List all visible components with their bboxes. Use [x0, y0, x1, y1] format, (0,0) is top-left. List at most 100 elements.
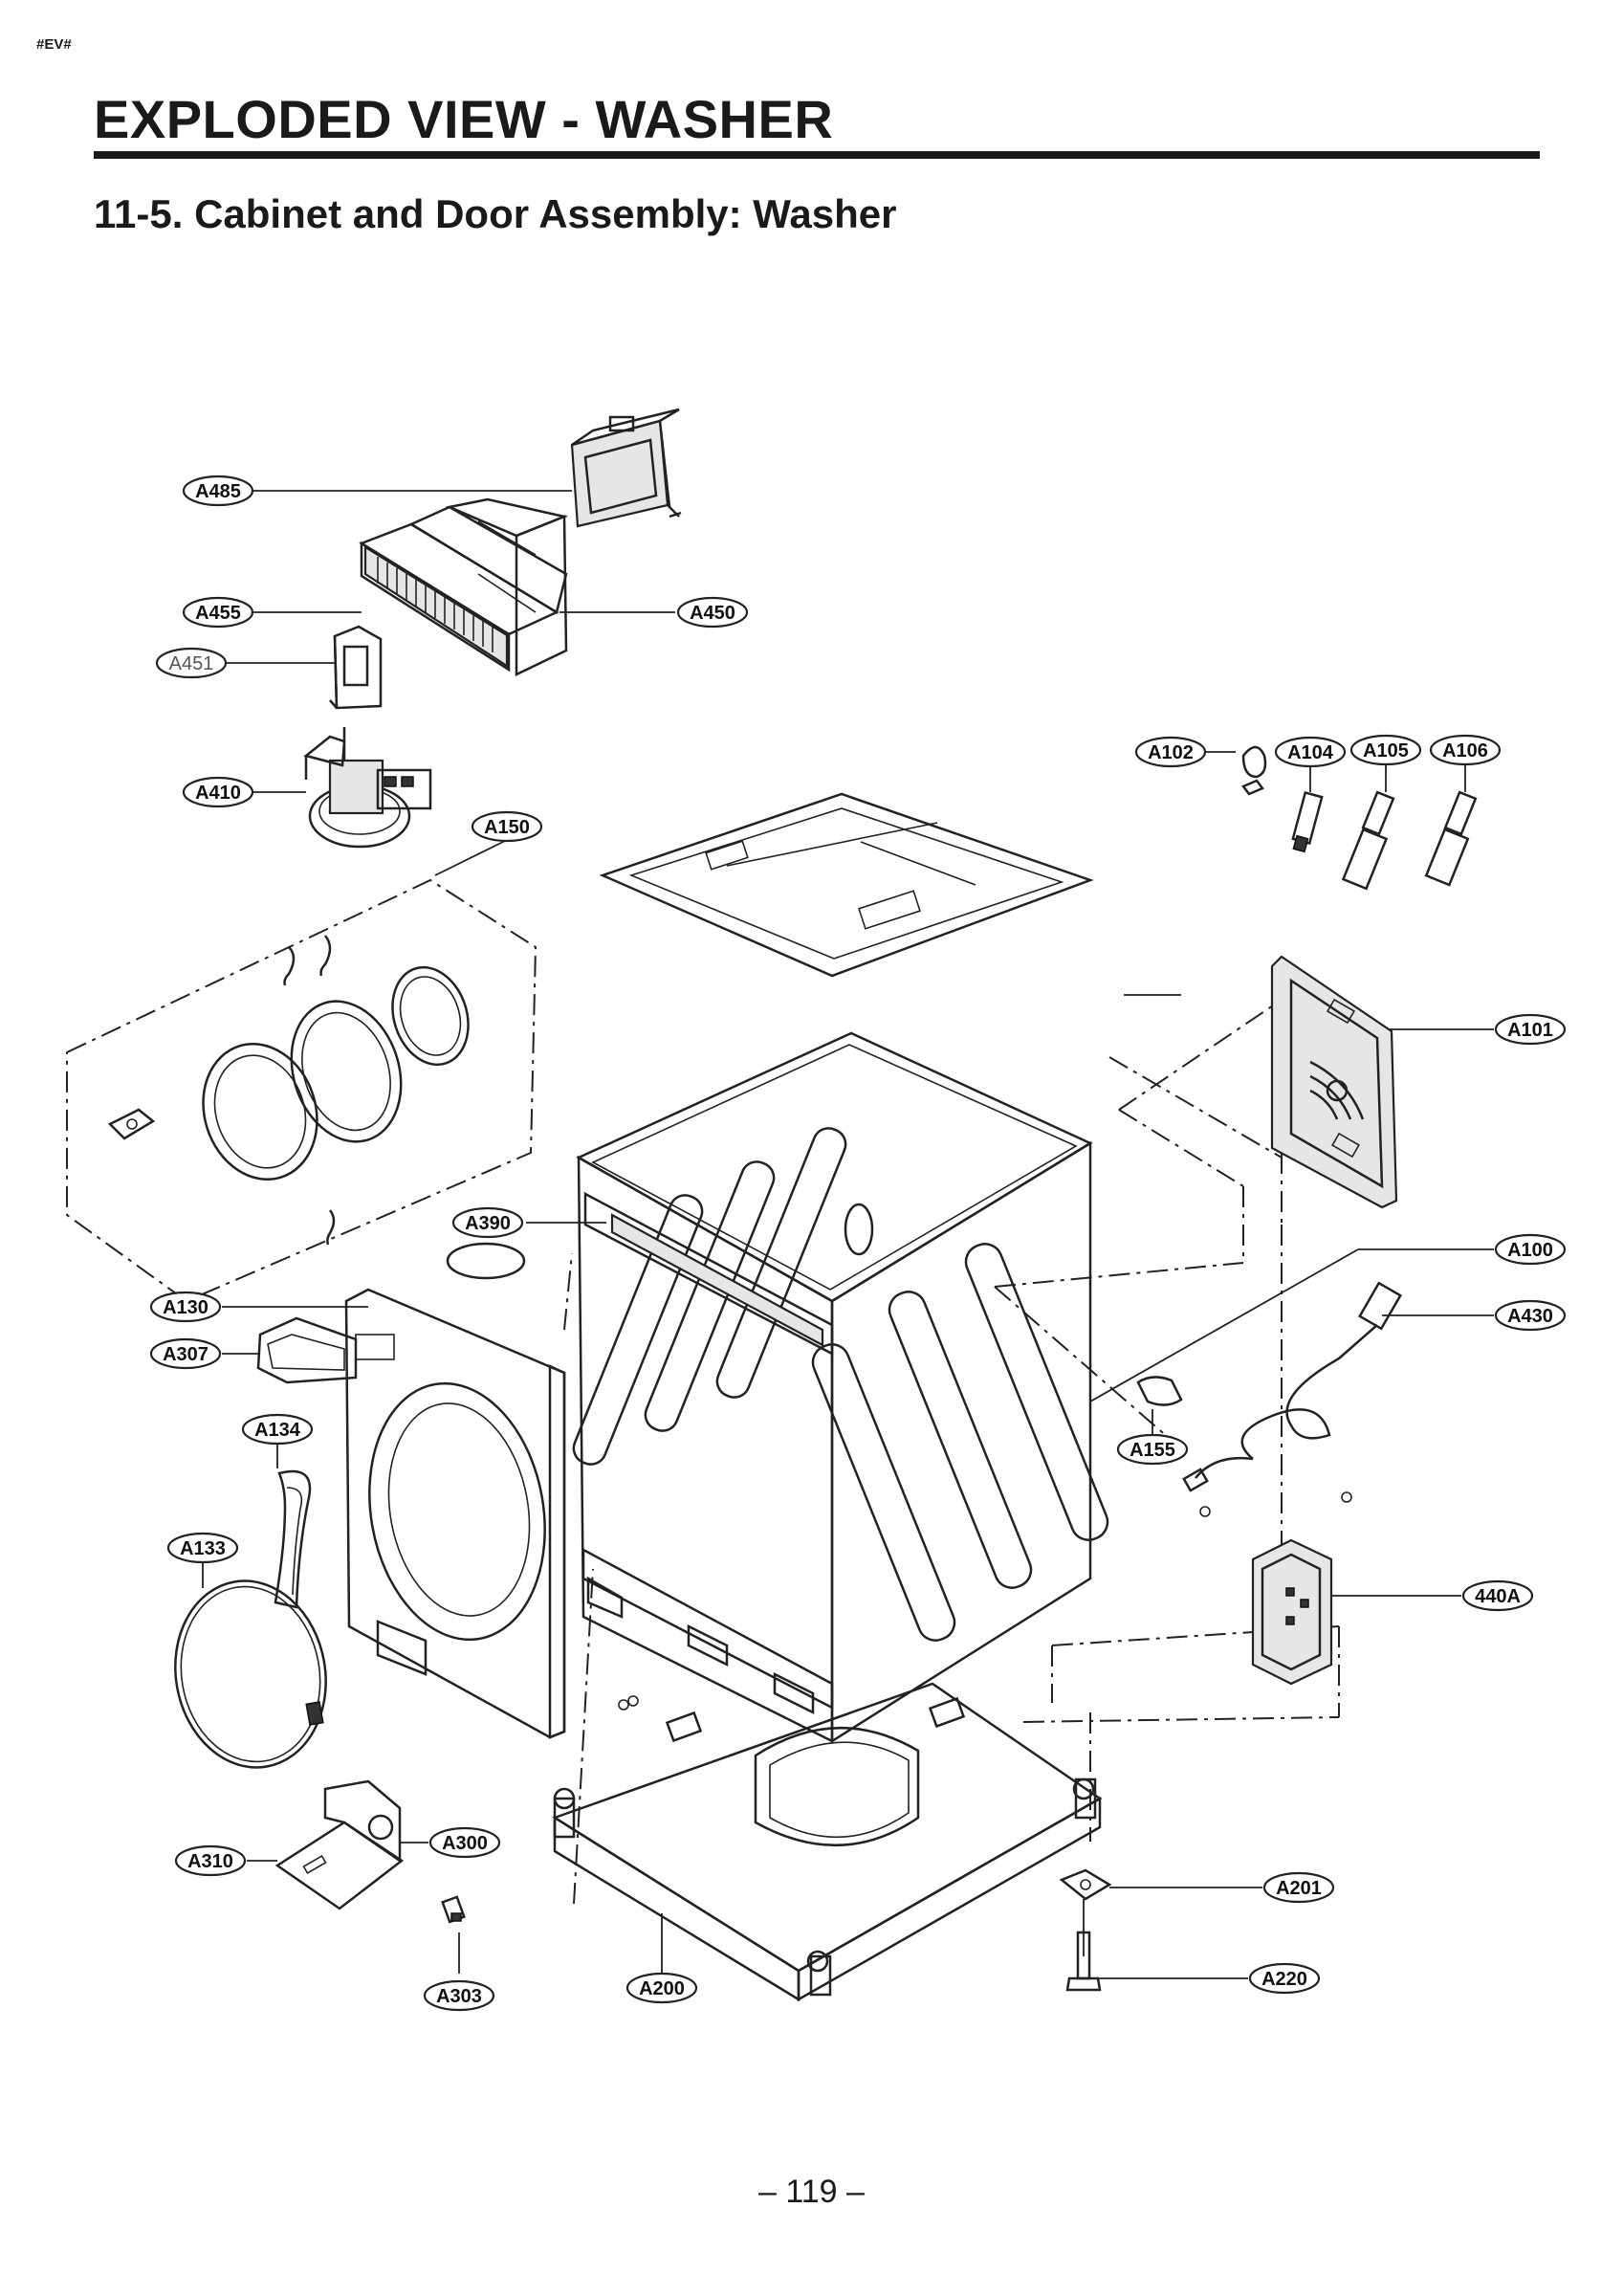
callout-bubble: [1349, 734, 1422, 766]
callout-bubble: [166, 1532, 239, 1564]
callout-label: A101: [1507, 1020, 1553, 1041]
callout-a104: A104: [1274, 736, 1347, 768]
callout-label: A410: [195, 783, 241, 804]
part-a200-base-frame: [552, 1682, 1103, 2002]
callout-label: A430: [1507, 1306, 1553, 1327]
part-oval-seal: [446, 1242, 526, 1280]
callout-a155: A155: [1116, 1433, 1189, 1466]
callout-bubble: [174, 1844, 247, 1877]
callout-bubble: [1461, 1579, 1534, 1612]
callout-label: A133: [180, 1538, 226, 1559]
callout-label: A100: [1507, 1240, 1553, 1261]
callout-a307: A307: [149, 1337, 222, 1370]
title-rule: [94, 151, 1540, 159]
part-a201-bracket: [1059, 1868, 1112, 1901]
callout-a130: A130: [149, 1291, 222, 1323]
callout-a200: A200: [625, 1972, 698, 2004]
leader-lines: [202, 490, 1494, 1979]
part-a104-damper: [1291, 790, 1324, 853]
callout-label: A200: [639, 1978, 685, 1999]
part-a303-fitting: [441, 1895, 466, 1924]
callout-a450: A450: [676, 596, 749, 629]
callout-bubble: [676, 596, 749, 629]
callout-label: A104: [1287, 742, 1334, 763]
callout-a485: A485: [182, 475, 254, 507]
callout-bubble: [451, 1206, 524, 1239]
part-a101-back-panel: [1270, 955, 1398, 1209]
callout-bubble: [1494, 1013, 1567, 1046]
callout-label: 440A: [1475, 1586, 1521, 1607]
part-a455-a450-panel: [359, 497, 569, 676]
document-tag: #EV#: [36, 36, 72, 53]
callout-label: A102: [1148, 742, 1194, 763]
callout-bubble: [1262, 1871, 1335, 1904]
callout-a105: A105: [1349, 734, 1422, 766]
callout-label: A106: [1442, 740, 1488, 762]
callout-bubble: [149, 1337, 222, 1370]
callout-label: A390: [465, 1213, 511, 1234]
callout-a201: A201: [1262, 1871, 1335, 1904]
part-a307-drawer-housing: [256, 1316, 358, 1384]
callout-a430: A430: [1494, 1299, 1567, 1332]
callout-label: A307: [163, 1344, 208, 1365]
callout-label: A105: [1363, 740, 1409, 762]
callout-a390: A390: [451, 1206, 524, 1239]
callout-label: A201: [1276, 1878, 1322, 1899]
callout-a134: A134: [241, 1413, 314, 1446]
callout-a106: A106: [1429, 734, 1502, 766]
part-a105-damper: [1341, 790, 1395, 891]
page-number: – 119 –: [758, 2174, 865, 2210]
part-a133-ring: [174, 1579, 327, 1769]
callout-bubble: [241, 1413, 314, 1446]
callout-label: A303: [436, 1986, 482, 2007]
callout-bubble: [1248, 1962, 1321, 1995]
callout-a101: A101: [1494, 1013, 1567, 1046]
part-a102-clip: [1241, 745, 1267, 796]
callout-bubble: [1429, 734, 1502, 766]
callout-a410: A410: [182, 776, 254, 808]
callout-a451: A451: [155, 647, 228, 679]
callout-label: A130: [163, 1297, 208, 1318]
callout-a102: A102: [1134, 736, 1207, 768]
callout-bubble: [423, 1979, 495, 2012]
part-a220-leveling-leg: [1065, 1931, 1102, 1992]
part-a106-damper: [1424, 790, 1478, 887]
callout-bubble: [625, 1972, 698, 2004]
callout-a310: A310: [174, 1844, 247, 1877]
callout-a455: A455: [182, 596, 254, 629]
callout-bubble: [471, 810, 543, 843]
callout-a100: A100: [1494, 1233, 1567, 1266]
callout-a133: A133: [166, 1532, 239, 1564]
callout-bubble: [1274, 736, 1347, 768]
callout-label: A155: [1130, 1440, 1175, 1461]
callout-bubble: [428, 1826, 501, 1859]
part-a451-bracket: [329, 625, 383, 710]
callout-bubble: [182, 475, 254, 507]
callout-label: A485: [195, 481, 241, 502]
callout-bubble: [182, 596, 254, 629]
part-top-plate: [599, 792, 1094, 978]
callout-bubble: [1134, 736, 1207, 768]
callout-label: A310: [187, 1851, 233, 1872]
callout-a150: A150: [471, 810, 543, 843]
part-a155-grommet: [1136, 1376, 1183, 1406]
part-a310-a300-drawer: [274, 1779, 405, 1910]
part-a485-bracket: [570, 408, 682, 528]
page-title: EXPLODED VIEW - WASHER: [94, 89, 834, 149]
part-a410-pump: [303, 727, 432, 849]
part-440a-noise-filter: [1251, 1538, 1333, 1686]
callout-bubble: [1494, 1233, 1567, 1266]
section-subtitle: 11-5. Cabinet and Door Assembly: Washer: [94, 191, 897, 236]
callout-a220: A220: [1248, 1962, 1321, 1995]
callout-bubble: [182, 776, 254, 808]
callout-label: A451: [169, 653, 214, 674]
part-a430-power-cord: [1182, 1281, 1402, 1517]
callout-440a: 440A: [1461, 1579, 1534, 1612]
assembly-guide-lines: [563, 999, 1340, 1905]
part-a130-front-panel: [344, 1288, 566, 1739]
callout-bubble: [155, 647, 228, 679]
callout-bubble: [149, 1291, 222, 1323]
callout-label: A220: [1261, 1969, 1307, 1990]
